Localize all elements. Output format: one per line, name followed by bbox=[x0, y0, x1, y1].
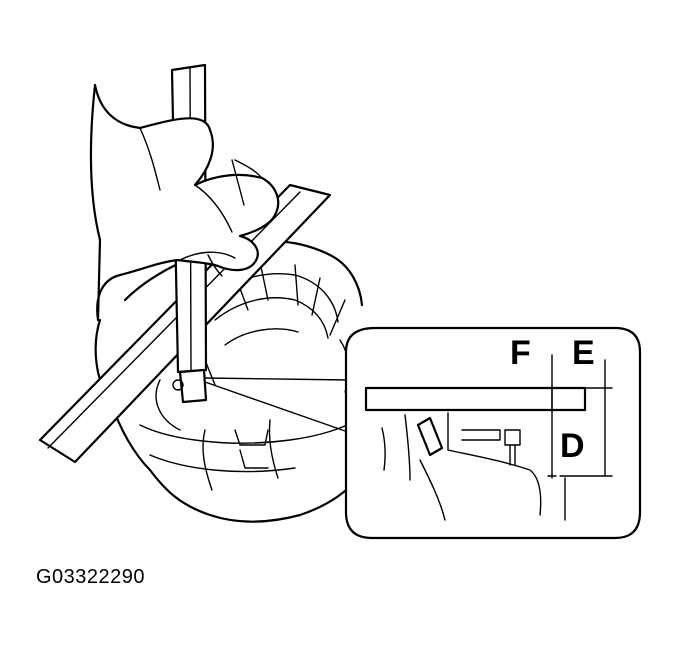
label-e: E bbox=[572, 334, 595, 372]
detail-callout-box bbox=[344, 326, 642, 540]
callout-leader bbox=[204, 377, 351, 433]
label-d: D bbox=[560, 427, 585, 465]
transmission-housing bbox=[94, 240, 367, 523]
figure-code: G03322290 bbox=[36, 566, 146, 588]
hand bbox=[89, 83, 280, 322]
label-f: F bbox=[510, 334, 531, 372]
